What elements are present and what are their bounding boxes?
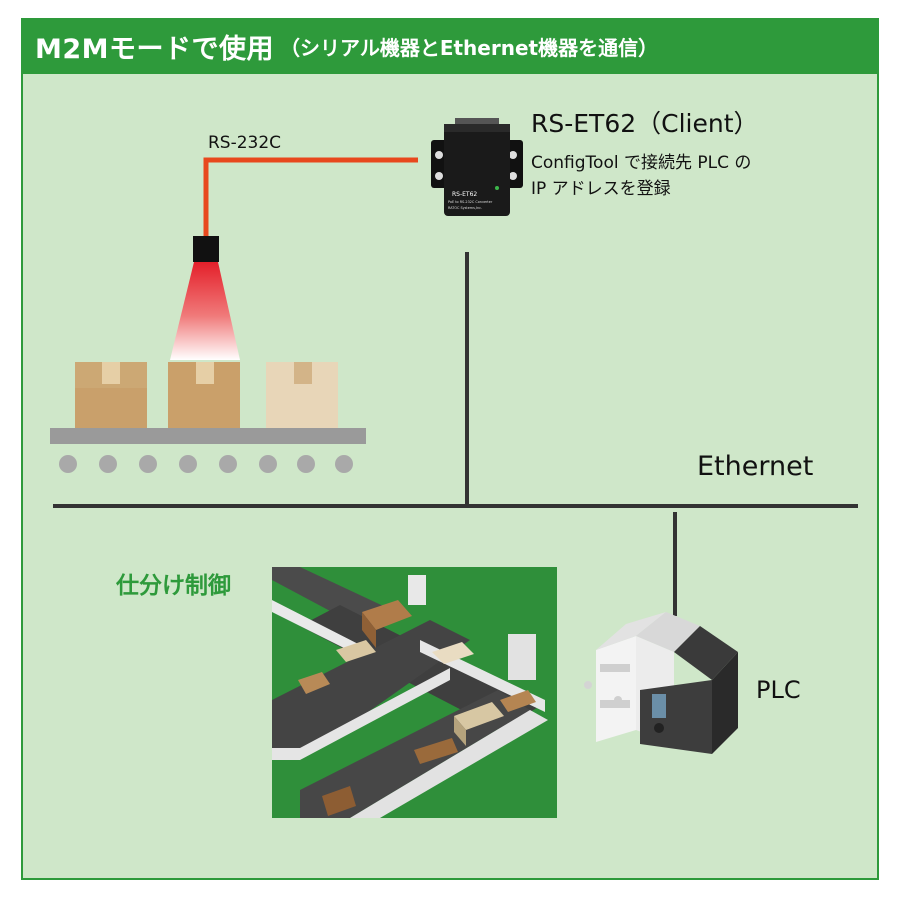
converter-name-label: RS-ET62（Client） [531, 109, 759, 138]
title-bar: M2Mモードで使用 （シリアル機器とEthernet機器を通信） [21, 18, 879, 74]
converter-device-icon: RS-ET62 PoE to RS-232C Converter RATOC S… [431, 118, 523, 216]
device-caption-text: PoE to RS-232C Converter [448, 200, 493, 204]
sorting-line-icon [272, 567, 557, 818]
device-model-text: RS-ET62 [452, 191, 477, 198]
page-subtitle: （シリアル機器とEthernet機器を通信） [280, 35, 659, 60]
serial-cable-label: RS-232C [208, 133, 282, 153]
converter-note-line2: IP アドレスを登録 [531, 179, 671, 199]
ethernet-label: Ethernet [697, 451, 814, 482]
converter-note: ConfigTool で接続先 PLC の IP アドレスを登録 [531, 150, 751, 202]
barcode-scanner-icon [170, 236, 240, 360]
plc-unit-icon [584, 612, 738, 754]
page-title: M2Mモードで使用 [35, 33, 275, 65]
converter-note-line1: ConfigTool で接続先 PLC の [531, 153, 752, 173]
serial-cable-line [203, 157, 418, 238]
conveyor-boxes-icon [50, 362, 366, 473]
sorting-control-label: 仕分け制御 [116, 573, 231, 599]
device-maker-text: RATOC Systems,Inc. [448, 206, 482, 210]
plc-label: PLC [756, 676, 801, 704]
